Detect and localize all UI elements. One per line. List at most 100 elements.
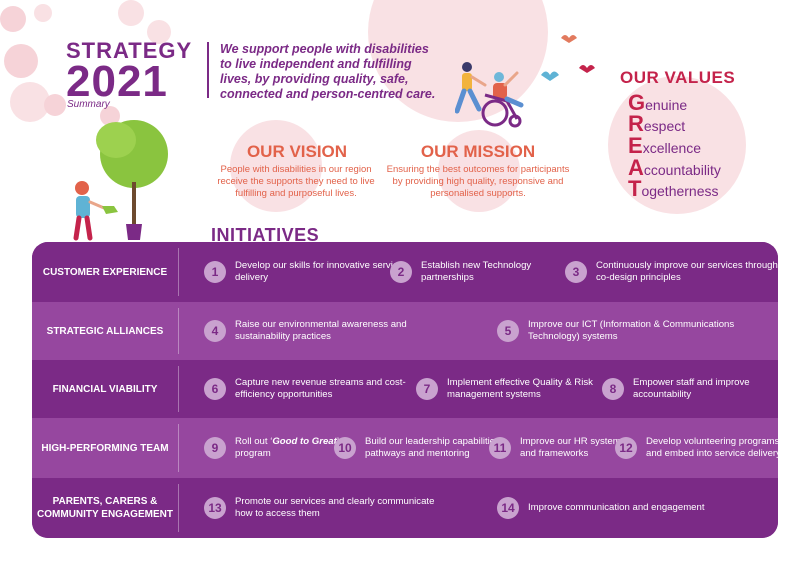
initiative-text: Empower staff and improve accountability (633, 377, 750, 400)
value-letter: R (628, 111, 644, 136)
initiative-item: 11 Improve our HR systems and frameworks (489, 418, 631, 478)
row-divider (178, 308, 179, 354)
initiative-item: 8 Empower staff and improve accountabilit… (602, 360, 778, 418)
value-item: Excellence (628, 135, 702, 157)
value-item: Genuine (628, 92, 688, 114)
header-divider (207, 42, 209, 98)
initiative-number-badge: 10 (334, 437, 356, 459)
value-letter: T (628, 176, 642, 201)
initiative-item: 6 Capture new revenue streams and cost-ef… (204, 360, 416, 418)
initiative-number-badge: 5 (497, 320, 519, 342)
initiative-number-badge: 3 (565, 261, 587, 283)
initiative-row: CUSTOMER EXPERIENCE 1 Develop our skills f… (32, 242, 778, 302)
decor-circle (0, 6, 26, 32)
decor-circle (230, 120, 322, 212)
initiative-text-emphasis: Good to Great (272, 436, 337, 447)
initiative-text: Establish new Technology partnerships (421, 260, 532, 283)
value-item: Accountability (628, 157, 721, 179)
initiative-item: 4 Raise our environmental awareness and s… (204, 302, 436, 360)
bird-icon (579, 65, 595, 73)
value-rest: espect (643, 118, 686, 134)
initiative-text: Improve our ICT (Information & Communica… (528, 319, 735, 342)
row-divider (178, 248, 179, 296)
initiative-number-badge: 12 (615, 437, 637, 459)
decor-circle (118, 0, 144, 26)
initiative-item: 2 Establish new Technology partnerships (390, 242, 572, 302)
value-item: Respect (628, 113, 686, 135)
initiative-text: Implement effective Quality & Risk manag… (447, 377, 593, 400)
strategy-year: 2021 (66, 57, 168, 106)
initiative-number-badge: 2 (390, 261, 412, 283)
initiative-text-pre: Roll out ‘ (235, 436, 273, 447)
initiative-row: FINANCIAL VIABILITY 6 Capture new revenue … (32, 360, 778, 418)
initiative-text: Develop our skills for innovative servic… (235, 260, 403, 283)
mission-text: Ensuring the best outcomes for participa… (386, 164, 570, 199)
initiative-text: Continuously improve our services throug… (596, 260, 778, 283)
initiative-item: 10 Build our leadership capabilities, pat… (334, 418, 511, 478)
initiative-row: STRATEGIC ALLIANCES 4 Raise our environmen… (32, 302, 778, 360)
mission-title: OUR MISSION (420, 142, 536, 161)
initiative-row: PARENTS, CARERS & COMMUNITY ENGAGEMENT 13… (32, 478, 778, 538)
bird-icon (561, 35, 577, 43)
decor-circle (4, 44, 38, 78)
initiative-category: HIGH-PERFORMING TEAM (41, 442, 169, 454)
initiative-category: PARENTS, CARERS & COMMUNITY ENGAGEMENT (37, 496, 173, 520)
initiative-text: Raise our environmental awareness and su… (235, 319, 407, 342)
initiative-number-badge: 9 (204, 437, 226, 459)
initiative-text: Build our leadership capabilities, pathw… (365, 436, 503, 459)
initiative-category: STRATEGIC ALLIANCES (46, 325, 164, 337)
strategy-label: STRATEGY (66, 38, 193, 63)
value-rest: enuine (645, 97, 688, 113)
initiative-text: Develop volunteering programs and embed … (646, 436, 778, 459)
initiative-item: 1 Develop our skills for innovative servi… (204, 242, 406, 302)
decor-circle (10, 82, 50, 122)
value-item: Togetherness (628, 178, 719, 200)
initiative-text: Improve communication and engagement (528, 502, 705, 513)
decor-circle (44, 94, 66, 116)
values-title: OUR VALUES (620, 68, 736, 87)
initiatives-title: INITIATIVES (211, 225, 320, 245)
value-rest: xcellence (642, 140, 702, 156)
decor-circle (147, 20, 171, 44)
initiative-category: FINANCIAL VIABILITY (52, 383, 158, 395)
wheelchair-illustration (455, 62, 524, 128)
decor-circle (608, 76, 746, 214)
decor-circle (34, 4, 52, 22)
initiative-number-badge: 11 (489, 437, 511, 459)
initiative-text: Capture new revenue streams and cost-eff… (235, 377, 406, 400)
initiative-category: CUSTOMER EXPERIENCE (42, 266, 168, 278)
initiative-item: 5 Improve our ICT (Information & Communic… (497, 302, 769, 360)
initiative-number-badge: 6 (204, 378, 226, 400)
decor-circle (100, 106, 120, 126)
initiative-number-badge: 7 (416, 378, 438, 400)
tree-watering-illustration (73, 120, 168, 241)
initiative-item: 12 Develop volunteering programs and embe… (615, 418, 778, 478)
initiatives-panel: CUSTOMER EXPERIENCE 1 Develop our skills f… (32, 242, 778, 538)
value-letter: G (628, 90, 646, 115)
initiative-text: Promote our services and clearly communi… (235, 496, 435, 519)
initiative-number-badge: 14 (497, 497, 519, 519)
bird-icon (541, 71, 559, 81)
value-letter: E (628, 133, 643, 158)
vision-text: People with disabilities in our region r… (217, 164, 375, 199)
initiative-number-badge: 1 (204, 261, 226, 283)
decor-circle (438, 130, 520, 212)
tagline: We support people with disabilities to l… (220, 42, 436, 101)
initiative-text: Improve our HR systems and frameworks (520, 436, 626, 459)
initiative-item: 7 Implement effective Quality & Risk mana… (416, 360, 608, 418)
initiative-number-badge: 13 (204, 497, 226, 519)
row-divider (178, 424, 179, 472)
value-rest: ogetherness (641, 183, 719, 199)
row-divider (178, 484, 179, 532)
initiative-number-badge: 4 (204, 320, 226, 342)
initiative-item: 13 Promote our services and clearly commu… (204, 478, 436, 538)
row-divider (178, 366, 179, 412)
value-rest: ccountability (643, 162, 721, 178)
initiative-item: 14 Improve communication and engagement (497, 478, 729, 538)
vision-title: OUR VISION (246, 142, 348, 161)
summary-label: Summary (67, 99, 110, 110)
initiative-number-badge: 8 (602, 378, 624, 400)
value-letter: A (628, 155, 644, 180)
initiative-item: 3 Continuously improve our services throu… (565, 242, 778, 302)
